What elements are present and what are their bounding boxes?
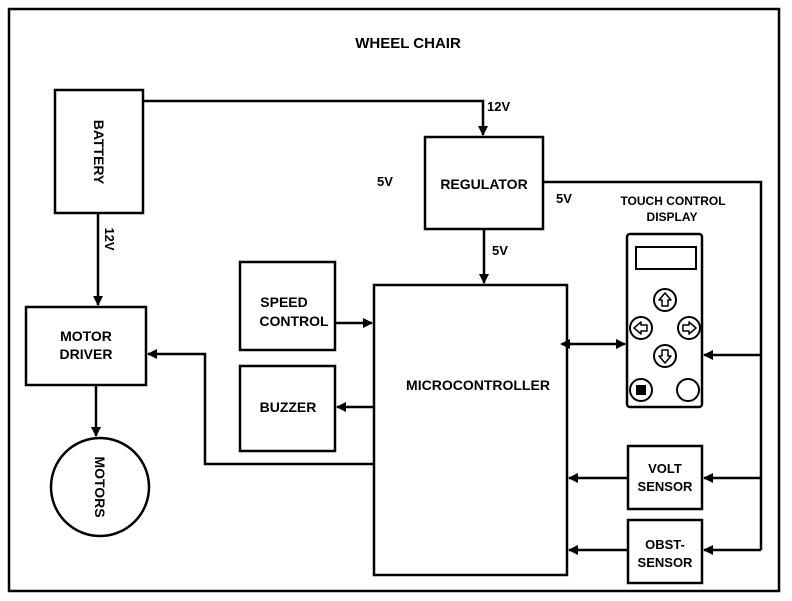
motors-block: MOTORS	[49, 436, 151, 538]
regulator-to-mcu-voltage: 5V	[492, 243, 508, 258]
display-screen-icon	[635, 246, 697, 270]
speed-control-label-line2: CONTROL	[259, 313, 329, 329]
diagram-frame	[7, 7, 781, 593]
arrow-left-icon	[629, 316, 653, 340]
volt-sensor-label-line2: SENSOR	[638, 479, 694, 494]
microcontroller-block: MICROCONTROLLER	[372, 283, 569, 577]
battery-to-regulator-line	[143, 99, 488, 136]
touch-display-block: TOUCH CONTROL DISPLAY	[620, 194, 726, 409]
volt-sensor-label-line1: VOLT	[648, 461, 682, 476]
motor-driver-label-line1: MOTOR	[60, 328, 112, 344]
arrow-down-icon	[653, 344, 677, 368]
diagram-title: WHEEL CHAIR	[355, 35, 461, 52]
motor-driver-label-line2: DRIVER	[60, 346, 113, 362]
arrow-right-icon	[677, 316, 701, 340]
mcu-to-motor-driver-line	[147, 349, 374, 466]
obst-sensor-label-line1: OBST-	[645, 537, 685, 552]
battery-to-motor-driver-voltage: 12V	[102, 227, 117, 250]
regulator-5v-bus-line	[543, 180, 763, 550]
battery-block: BATTERY	[53, 88, 145, 215]
obst-sensor-block: OBST- SENSOR	[626, 518, 704, 585]
regulator-block: REGULATOR	[423, 135, 545, 231]
obst-sensor-label-line2: SENSOR	[638, 555, 694, 570]
speed-control-label-line1: SPEED	[260, 294, 307, 310]
motors-label: MOTORS	[92, 456, 108, 517]
motor-driver-block: MOTOR DRIVER	[24, 305, 148, 387]
arrow-up-icon	[653, 288, 677, 312]
speed-control-block: SPEED CONTROL	[238, 260, 337, 352]
right-5v-label: 5V	[556, 191, 572, 206]
round-button-icon	[676, 378, 700, 402]
buzzer-block: BUZZER	[238, 364, 337, 453]
regulator-label: REGULATOR	[440, 176, 527, 192]
touch-display-label-line1: TOUCH CONTROL	[620, 194, 725, 208]
left-5v-label: 5V	[377, 174, 393, 189]
battery-to-regulator-voltage: 12V	[487, 99, 510, 114]
touch-display-label-line2: DISPLAY	[647, 210, 698, 224]
battery-label: BATTERY	[91, 120, 107, 185]
buzzer-label: BUZZER	[260, 399, 317, 415]
volt-sensor-block: VOLT SENSOR	[626, 444, 704, 511]
stop-button-icon	[629, 378, 653, 402]
microcontroller-label: MICROCONTROLLER	[406, 377, 550, 393]
